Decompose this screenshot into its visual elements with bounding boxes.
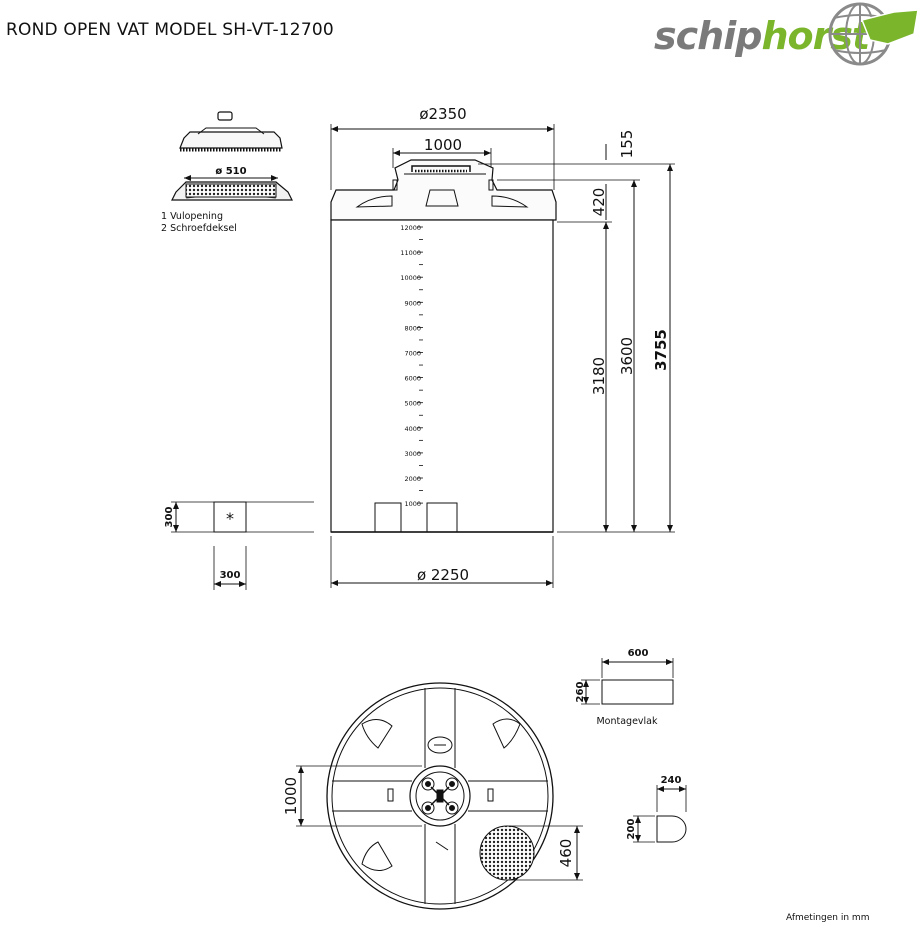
level-scale: 12000 11000 10000 9000 8000 7000 6000 5000 4000 3…: [400, 224, 423, 508]
base-height-label: 300: [164, 507, 175, 528]
top-dim-1000-label: 1000: [282, 777, 300, 815]
tank-side-view: [330, 124, 675, 588]
roof-hatch-right: [491, 195, 529, 208]
scale-label: 1000: [404, 500, 421, 508]
legend-item-1: 1 Vulopening: [161, 211, 223, 222]
scale-label: 4000: [404, 425, 421, 433]
scale-label: 9000: [404, 299, 421, 307]
mount-label: Montagevlak: [596, 716, 658, 727]
units-note: Afmetingen in mm: [786, 913, 870, 923]
dim-420-label: 420: [590, 188, 608, 217]
legend-item-2: 2 Schroefdeksel: [161, 223, 237, 234]
scale-label: 2000: [404, 475, 421, 483]
dim-3180-label: 3180: [590, 357, 608, 395]
scale-label: 6000: [404, 375, 421, 383]
scale-label: 5000: [404, 400, 421, 408]
lid-body: [179, 131, 283, 149]
tank-top-view: [296, 682, 583, 910]
base-symbol: *: [226, 509, 234, 528]
bottom-diameter-label: ø 2250: [417, 566, 469, 584]
dim-155-label: 155: [618, 130, 636, 159]
dim-3755-label: 3755: [652, 329, 670, 371]
tank-body: [330, 219, 554, 533]
scale-label: 3000: [404, 450, 421, 458]
profile-width-label: 240: [661, 775, 682, 786]
page-title: ROND OPEN VAT MODEL SH-VT-12700: [6, 20, 334, 40]
top-dim-460-label: 460: [557, 839, 575, 868]
roof-hatch-left: [355, 195, 393, 208]
cap-icon: [217, 111, 233, 121]
mount-width-label: 600: [628, 648, 649, 659]
top-diameter-label: ø2350: [419, 105, 466, 123]
lid-detail: [171, 111, 293, 201]
roof-center: [425, 189, 459, 207]
scale-label: 8000: [404, 324, 421, 332]
scale-label: 11000: [400, 249, 421, 257]
scale-label: 12000: [400, 224, 421, 232]
scale-label: 7000: [404, 350, 421, 358]
logo-wordmark: schiphorst: [654, 14, 870, 58]
base-width-label: 300: [220, 570, 241, 581]
profile-height-label: 200: [626, 819, 637, 840]
scale-label: 10000: [400, 274, 421, 282]
base-block: [171, 501, 314, 590]
mount-height-label: 260: [575, 682, 586, 703]
globe-icon: [828, 2, 919, 66]
lid-diameter-label: ø 510: [215, 166, 246, 177]
schiphorst-logo: schiphorst: [650, 0, 922, 70]
mounting-plate: [581, 658, 674, 705]
rib-profile: [633, 785, 687, 843]
dim-3600-label: 3600: [618, 337, 636, 375]
opening-width-label: 1000: [424, 136, 462, 154]
